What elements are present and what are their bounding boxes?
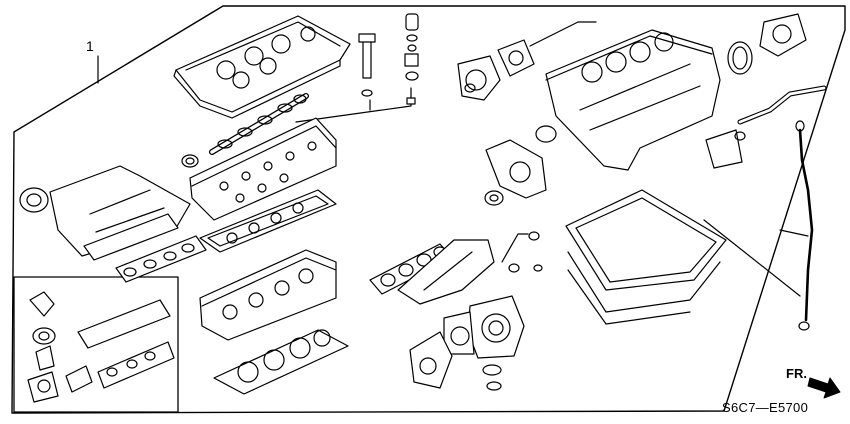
diagram-code-label: S6C7—E5700 xyxy=(722,400,809,415)
valve-stem-parts xyxy=(404,13,419,105)
exhaust-manifold xyxy=(397,239,495,305)
turbocharger xyxy=(443,295,525,359)
inset-box xyxy=(13,276,179,413)
oil-pipe xyxy=(501,231,543,273)
head-cover-gasket xyxy=(199,189,337,253)
water-pump-gasket xyxy=(497,21,597,77)
inset-gasket-set xyxy=(65,299,175,393)
o-ring xyxy=(535,125,557,143)
water-inlet-pipe xyxy=(705,85,827,169)
front-direction-label: FR. xyxy=(786,366,807,381)
camshaft-oil-seal xyxy=(181,154,199,168)
rear-oil-seal xyxy=(727,41,753,75)
leader-line-valve-cover xyxy=(295,103,412,123)
callout-number-label: 1 xyxy=(86,38,94,54)
intake-manifold-gasket xyxy=(83,213,207,283)
turbo-outlet-elbow xyxy=(409,331,502,391)
leader-line-block xyxy=(703,219,801,297)
camshaft xyxy=(209,93,309,155)
oil-pump-cover xyxy=(484,139,547,206)
water-pump xyxy=(457,55,501,101)
cylinder-head-lower xyxy=(199,249,337,341)
dipstick-tube xyxy=(779,120,814,331)
cylinder-head-gasket xyxy=(213,329,349,395)
front-direction-arrow-icon xyxy=(807,377,841,399)
oil-pan xyxy=(565,189,727,325)
cylinder-head-cover xyxy=(173,15,351,119)
fuel-injector xyxy=(358,33,376,111)
cylinder-head xyxy=(189,117,337,221)
kit-boundary-outline xyxy=(11,5,846,414)
inset-thermostat-housing xyxy=(27,291,59,403)
seal-retainer xyxy=(759,13,807,57)
cylinder-block xyxy=(545,29,721,171)
